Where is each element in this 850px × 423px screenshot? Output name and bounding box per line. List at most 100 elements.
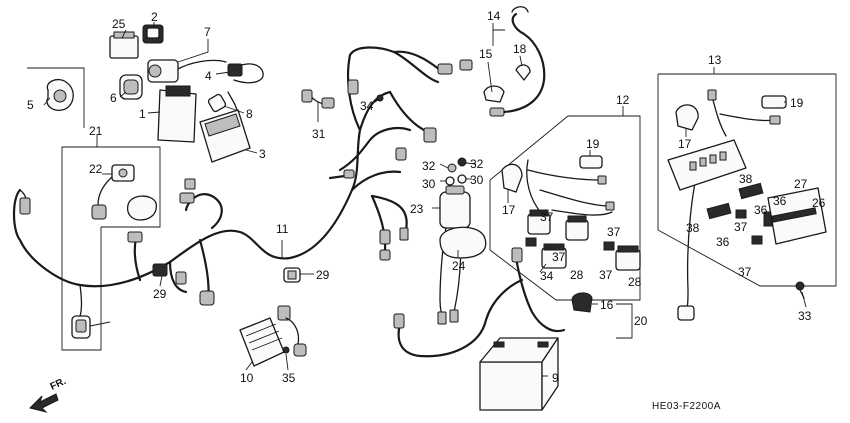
callout-34-upper: 34	[360, 99, 374, 113]
callout-12: 12	[616, 93, 630, 107]
callout-3: 3	[259, 147, 266, 161]
main-wire-harness	[12, 46, 442, 317]
callout-20: 20	[634, 314, 648, 328]
part-28-relay-b	[615, 245, 641, 271]
callout-1: 1	[139, 107, 146, 121]
callout-17-left: 17	[502, 203, 516, 217]
callout-21: 21	[89, 124, 103, 138]
group-bracket-5	[27, 67, 85, 128]
callout-29-center: 29	[316, 268, 330, 282]
callout-37-b: 37	[607, 225, 621, 239]
callout-30-right: 30	[470, 173, 484, 187]
part-35-bolt	[282, 346, 290, 354]
leader-lines	[43, 22, 807, 377]
group-12-wiring	[526, 159, 615, 216]
callout-23: 23	[410, 202, 424, 216]
part-30-washer-right	[457, 174, 467, 184]
part-5-clamp	[46, 78, 74, 111]
callout-29-left: 29	[153, 287, 167, 301]
front-direction-arrow: FR.	[29, 376, 68, 413]
part-36-relay-b	[565, 215, 589, 241]
group-bracket-20	[616, 303, 633, 339]
callout-11: 11	[276, 222, 289, 236]
front-arrow-label: FR.	[49, 376, 68, 393]
callout-22: 22	[89, 162, 103, 176]
part-21-cover	[126, 195, 157, 221]
callout-30-left: 30	[422, 177, 436, 191]
part-1-bracket	[157, 85, 197, 143]
part-36-relay-a	[527, 209, 551, 235]
part-23-starter-relay	[437, 185, 471, 325]
callout-37-c: 37	[552, 250, 566, 264]
callout-19-right: 19	[790, 96, 804, 110]
callout-32-right: 32	[470, 157, 484, 171]
group-box-21	[61, 135, 161, 351]
callout-14: 14	[487, 9, 501, 23]
callout-13: 13	[708, 53, 722, 67]
part-25-relay	[109, 31, 139, 59]
part-6-grommet	[119, 74, 143, 100]
callout-38-a: 38	[739, 172, 753, 186]
callout-19-left: 19	[586, 137, 600, 151]
callout-37-e: 37	[734, 220, 748, 234]
callout-4: 4	[205, 69, 212, 83]
part-17-bracket-left	[501, 163, 523, 193]
callout-8: 8	[246, 107, 253, 121]
part-29-clip-left	[152, 263, 168, 277]
callout-28-left: 28	[570, 268, 584, 282]
callout-37-a: 37	[540, 210, 554, 224]
harness-connectors	[19, 59, 473, 306]
callout-37-f: 37	[738, 265, 752, 279]
part-28-relay-a	[541, 243, 567, 269]
part-32-bolt-left	[447, 163, 457, 173]
part-32-bolt-right	[457, 157, 467, 167]
callout-33: 33	[798, 309, 812, 323]
callout-38-b: 38	[686, 221, 700, 235]
callout-25: 25	[112, 17, 126, 31]
part-21-bulb	[71, 315, 91, 339]
part-3-cdi-unit	[199, 109, 251, 163]
part-16-terminal-cap	[571, 292, 593, 313]
part-31-terminal	[301, 89, 335, 109]
group-13-wiring	[677, 89, 781, 321]
part-8-cap	[207, 93, 227, 113]
part-30-washer-left	[445, 176, 455, 186]
callout-32-left: 32	[422, 159, 436, 173]
callout-35: 35	[282, 371, 296, 385]
part-22-socket	[91, 164, 135, 220]
part-17-bracket-right	[675, 104, 699, 131]
part-4-clip	[227, 63, 243, 77]
part-15-terminal-cover	[483, 85, 505, 103]
part-24-relay-cover	[439, 226, 487, 259]
part-38-fuse-b	[706, 202, 732, 220]
callout-5: 5	[27, 98, 34, 112]
callout-28-right: 28	[628, 275, 642, 289]
group-box-12	[489, 106, 641, 301]
part-37-clip-d	[735, 209, 747, 219]
diagram-code: HE03-F2200A	[652, 401, 721, 412]
part-2-cap	[142, 24, 164, 44]
callout-31: 31	[312, 127, 326, 141]
part-18-holder	[515, 64, 531, 81]
part-fuse-box	[667, 139, 747, 191]
callout-10: 10	[240, 371, 254, 385]
part-14-battery-cable	[489, 6, 546, 117]
callout-27: 27	[794, 177, 808, 191]
part-10-regulator	[239, 305, 307, 367]
part-37-clip-e	[751, 235, 763, 245]
group-bracket-14	[492, 23, 505, 46]
callout-numbers: 25 2 7 4 5 6 1 8 3 21 22 11 29 29 10 35 …	[27, 9, 826, 385]
part-29-clip-center	[283, 267, 301, 283]
callout-6: 6	[110, 91, 117, 105]
callout-17-right: 17	[678, 137, 692, 151]
callout-36-b: 36	[773, 194, 787, 208]
callout-2: 2	[151, 10, 158, 24]
callout-34-lower: 34	[540, 269, 554, 283]
part-7-switch	[147, 59, 179, 83]
battery-cables	[393, 247, 566, 358]
part-19-fuse-right	[761, 95, 787, 109]
part-38-fuse-a	[738, 182, 764, 200]
callout-7: 7	[204, 25, 211, 39]
callout-16: 16	[600, 298, 614, 312]
